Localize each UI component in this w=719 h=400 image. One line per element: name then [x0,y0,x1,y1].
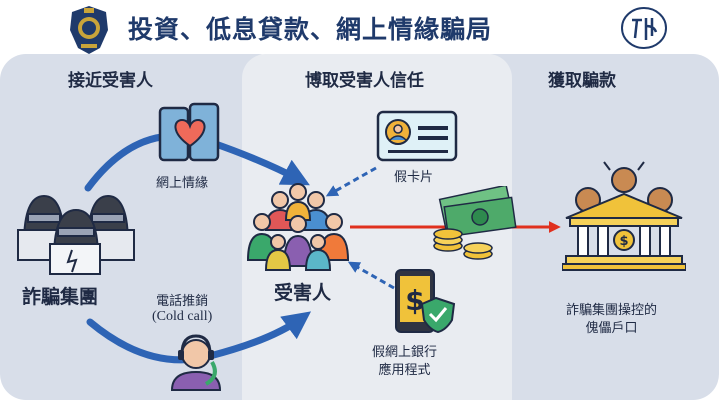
bank-app-phone-icon: $ [395,269,456,334]
label-fake-bank-app-line2: 應用程式 [378,363,431,378]
section-trust-title: 博取受害人信任 [305,71,424,91]
label-puppet-accounts: 詐騙集團操控的 傀儡戶口 [566,302,657,338]
crime-wing-stamp-icon [621,7,667,49]
label-scam-group: 詐騙集團 [22,286,99,308]
label-cold-call: 電話推銷 (Cold call) [152,290,212,325]
section-obtain-title: 獲取騙款 [548,71,616,91]
hooded-hackers-icon [17,194,135,275]
label-puppet-accounts-line2: 傀儡戶口 [585,321,638,336]
svg-text:$: $ [619,234,628,249]
bank-bulls-icon: $ [562,161,686,271]
id-card-icon [376,110,458,162]
label-puppet-accounts-line1: 詐騙集團操控的 [566,303,658,318]
label-online-romance: 網上情緣 [156,176,209,191]
arrow-card-dashed [325,166,377,197]
money-coins-icon [433,186,517,260]
label-fake-card: 假卡片 [394,170,434,185]
arrow-app-dashed [347,261,395,290]
victims-crowd-icon [246,183,350,271]
label-cold-call-en: (Cold call) [152,309,213,324]
label-fake-bank-app: 假網上銀行 應用程式 [372,344,437,380]
label-cold-call-zh: 電話推銷 [156,294,209,309]
section-approach-title: 接近受害人 [68,71,153,91]
svg-text:$: $ [405,284,424,317]
label-fake-bank-app-line1: 假網上銀行 [372,345,438,360]
label-victims: 受害人 [274,282,332,304]
page-title: 投資、低息貸款、網上情緣騙局 [128,15,493,44]
police-badge-icon [70,6,108,54]
phones-heart-icon [158,102,220,162]
headset-caller-icon [170,334,222,391]
